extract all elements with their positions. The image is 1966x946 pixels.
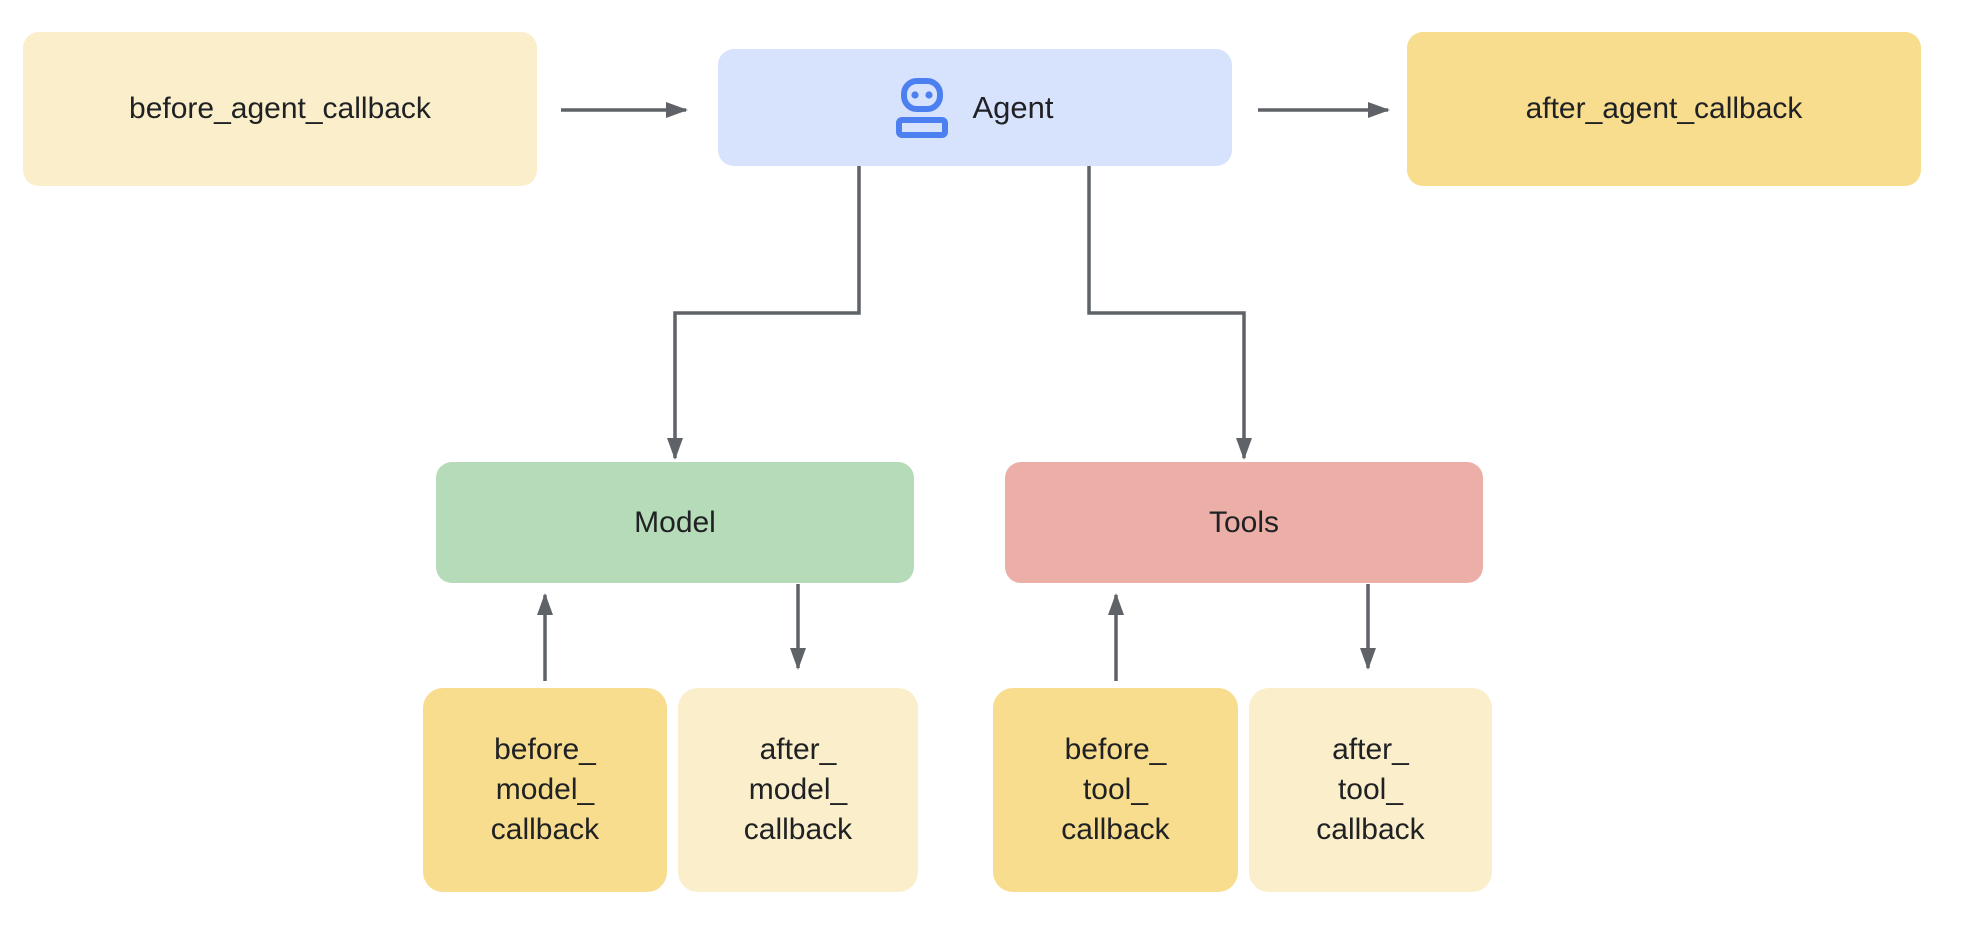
node-label: after_agent_callback (1525, 92, 1803, 125)
node-label: before_agent_callback (129, 92, 431, 125)
node-label: Tools (1208, 505, 1280, 539)
node-agent: Agent (718, 49, 1232, 166)
node-after-tool-callback: after_ tool_ callback (1249, 688, 1492, 892)
node-model: Model (436, 462, 914, 583)
node-label: Agent (972, 89, 1054, 125)
node-label: after_ model_ callback (743, 733, 853, 846)
node-tools: Tools (1005, 462, 1483, 583)
node-after-agent-callback: after_agent_callback (1407, 32, 1921, 186)
node-before-agent-callback: before_agent_callback (23, 32, 537, 186)
node-label: before_ tool_ callback (1061, 733, 1170, 846)
node-label: after_ tool_ callback (1316, 733, 1425, 846)
node-before-model-callback: before_ model_ callback (423, 688, 667, 892)
edge-agent-to-tools (1087, 166, 1252, 460)
edge-agent-to-model (667, 166, 861, 460)
node-label: Model (634, 505, 716, 539)
robot-icon (896, 77, 949, 138)
node-before-tool-callback: before_ tool_ callback (993, 688, 1238, 892)
node-after-model-callback: after_ model_ callback (678, 688, 918, 892)
node-label: before_ model_ callback (490, 733, 600, 846)
